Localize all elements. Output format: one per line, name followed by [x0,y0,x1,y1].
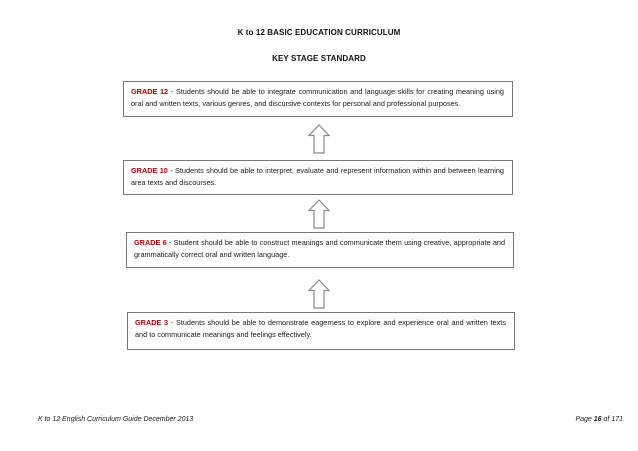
up-arrow-icon [308,199,330,229]
grade-6-standard-text: Student should be able to construct mean… [134,238,505,259]
document-subtitle: KEY STAGE STANDARD [272,54,366,63]
grade-12-standard-text: Students should be able to integrate com… [131,87,504,108]
grade-12-standard-box: GRADE 12 - Students should be able to in… [123,81,513,117]
grade-3-standard-text: Students should be able to demonstrate e… [135,318,506,339]
up-arrow-icon [308,279,330,309]
footer-page-total: of 171 [603,416,623,423]
separator: - [167,166,176,175]
up-arrow-icon [308,124,330,154]
grade-6-label: GRADE 6 [134,238,167,247]
grade-3-label: GRADE 3 [135,318,169,327]
grade-12-label: GRADE 12 [131,87,169,96]
footer-page-number: 16 [593,416,602,423]
footer-page-indicator: Page 16 of 171 [575,416,623,423]
footer-document-name: K to 12 English Curriculum Guide Decembe… [38,416,194,423]
separator: - [168,87,176,96]
grade-6-standard-box: GRADE 6 - Student should be able to cons… [126,232,514,268]
grade-3-standard-box: GRADE 3 - Students should be able to dem… [127,312,515,350]
grade-10-label: GRADE 10 [131,166,168,175]
footer-page-label: Page [575,416,592,423]
separator: - [168,318,176,327]
document-title: K to 12 BASIC EDUCATION CURRICULUM [237,28,401,37]
separator: - [166,238,174,247]
grade-10-standard-box: GRADE 10 - Students should be able to in… [123,160,513,195]
grade-10-standard-text: Students should be able to interpret, ev… [131,166,504,187]
